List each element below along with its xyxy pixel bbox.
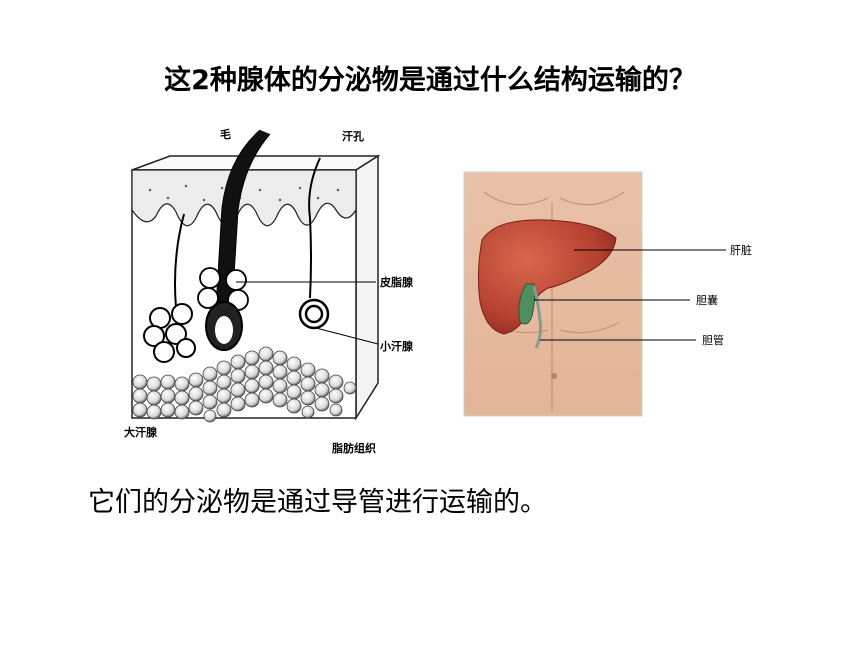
large-sweat-gland-coil: [143, 303, 196, 363]
large-sweat-gland-duct: [174, 213, 185, 309]
label-gallbladder: 胆囊: [696, 293, 718, 307]
fat-tissue-layer: [132, 346, 357, 423]
bile-duct-shape: [532, 285, 542, 349]
label-sweat-pore: 汗孔: [342, 130, 364, 143]
label-large-sweat-gland: 大汗腺: [124, 425, 158, 439]
sebaceous-gland-shape: [197, 267, 249, 311]
slide-title: 这2种腺体的分泌物是通过什么结构运输的？: [164, 65, 696, 96]
navel: [551, 373, 557, 379]
small-sweat-gland-duct: [308, 157, 321, 299]
gallbladder-shape: [518, 283, 536, 325]
label-hair: 毛: [220, 127, 231, 141]
epidermis-layer: [131, 169, 357, 227]
liver-diagram: 肝脏 胆囊 胆管: [463, 171, 752, 417]
liver-leader-lines: [534, 249, 726, 341]
skin-leader-lines: [236, 281, 379, 345]
label-sebaceous-gland: 皮脂腺: [379, 275, 414, 289]
label-small-sweat-gland: 小汗腺: [379, 339, 414, 353]
answer-text: 它们的分泌物是通过导管进行运输的。: [88, 487, 547, 518]
liver-shape: [477, 219, 617, 335]
skin-gland-diagram: 毛 汗孔 皮脂腺 小汗腺 大汗腺 脂肪组织: [124, 127, 414, 455]
small-sweat-gland-coil: [298, 298, 330, 330]
label-liver: 肝脏: [730, 244, 752, 257]
label-bile-duct: 胆管: [702, 333, 724, 347]
label-fat-tissue: 脂肪组织: [331, 441, 376, 455]
